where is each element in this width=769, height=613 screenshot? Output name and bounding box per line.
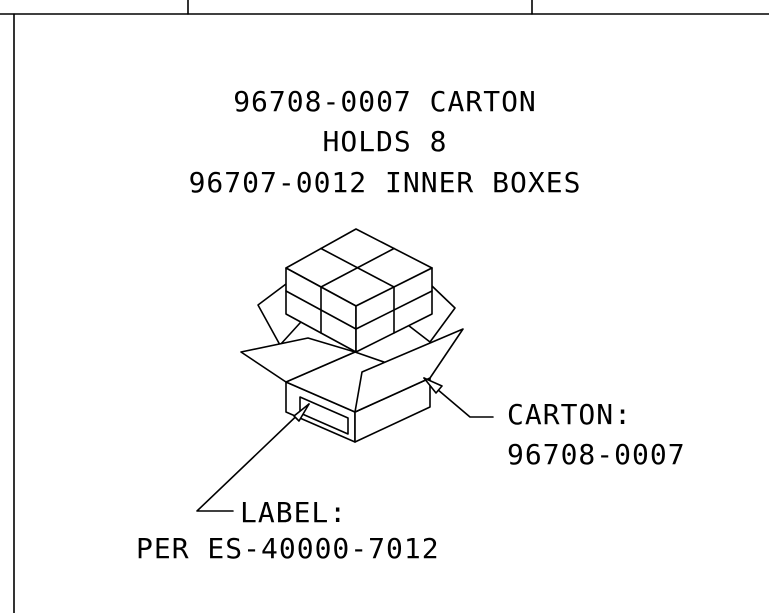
title-line-1: 96708-0007 CARTON [233,85,537,118]
carton-label-area [299,396,349,435]
title-line-3: 96707-0012 INNER BOXES [189,166,582,199]
inner-boxes-stack [285,228,433,353]
label-callout-line-2: PER ES-40000-7012 [136,532,440,565]
carton-front-right-flap [354,328,464,413]
label-callout-line-1: LABEL: [240,496,347,529]
carton-leader [423,377,494,418]
title-line-2: HOLDS 8 [322,125,447,158]
carton-illustration [240,228,464,443]
carton-callout-line-2: 96708-0007 [507,438,686,471]
label-leader [196,403,310,512]
carton-front-left-flap [240,337,356,383]
carton-callout-line-1: CARTON: [507,398,632,431]
